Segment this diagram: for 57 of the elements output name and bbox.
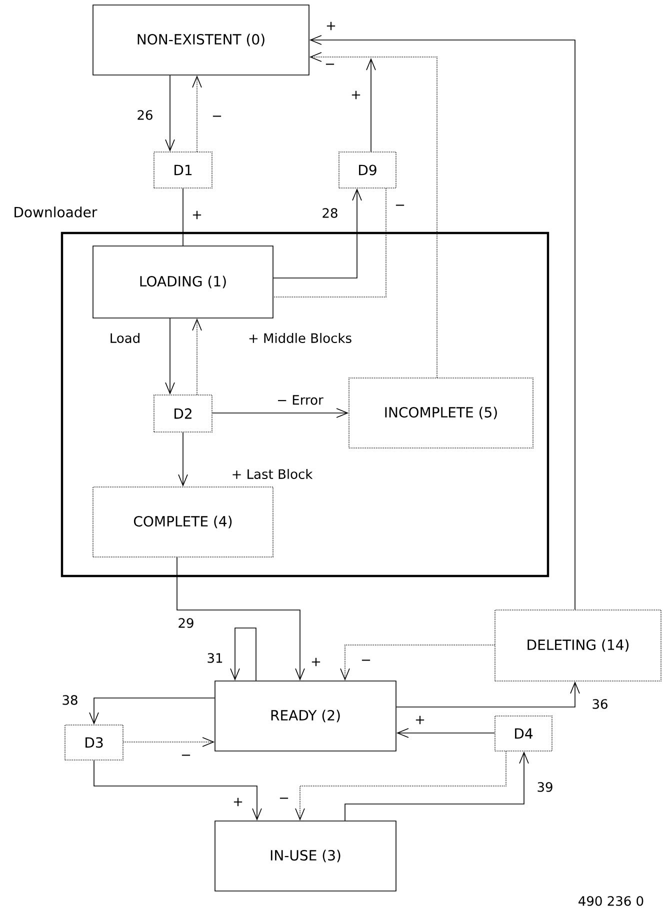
state-box: COMPLETE (4) <box>92 486 274 558</box>
decision-box: D9 <box>338 152 396 188</box>
arrow <box>340 644 495 681</box>
edge-label: − <box>360 658 372 666</box>
arrow <box>165 75 175 152</box>
edge-label: Load <box>108 332 142 344</box>
arrow <box>396 681 580 708</box>
state-box: INCOMPLETE (5) <box>348 378 534 448</box>
edge-label: 31 <box>206 652 224 664</box>
edge-label: + <box>350 90 362 100</box>
state-box: DELETING (14) <box>494 610 662 682</box>
edge-label: − <box>210 114 224 122</box>
note-label: + <box>312 658 320 666</box>
edge-label: 36 <box>590 698 610 710</box>
arrow <box>165 318 175 395</box>
arrow <box>192 318 202 395</box>
edge-label: + <box>414 714 426 726</box>
note-label: 490 236 0 <box>578 896 644 906</box>
arrow <box>309 52 438 378</box>
edge-label: 29 <box>176 617 196 629</box>
edge-label: − <box>278 796 290 804</box>
node-label: Downloader <box>14 206 98 218</box>
edge-label: − Error <box>276 394 324 406</box>
decision-box: D2 <box>154 394 212 432</box>
arrow <box>89 698 215 725</box>
edge-label: + <box>324 20 338 32</box>
edge-label: + <box>232 796 244 808</box>
edge-label: + Middle Blocks <box>246 332 354 344</box>
arrow <box>123 737 215 747</box>
arrow <box>192 75 202 152</box>
edge-label: 38 <box>60 694 80 706</box>
arrow <box>230 628 256 681</box>
arrow <box>176 557 305 681</box>
arrow <box>309 35 576 610</box>
state-box: NON-EXISTENT (0) <box>92 4 310 76</box>
state-box: LOADING (1) <box>92 246 274 318</box>
decision-box: D4 <box>494 716 552 752</box>
edge-label: − <box>324 62 336 70</box>
edge-label: + <box>190 210 204 220</box>
edge-label: 28 <box>320 207 340 219</box>
arrow <box>396 728 495 738</box>
arrow <box>212 408 349 418</box>
edge-label: + Last Block <box>230 468 314 480</box>
edge-label: 39 <box>536 781 554 793</box>
edge-label: 26 <box>136 109 154 121</box>
arrow <box>344 751 529 821</box>
edge-label: − <box>394 204 406 210</box>
edge-label: − <box>180 754 192 760</box>
state-box: READY (2) <box>214 680 396 752</box>
arrow <box>178 432 188 487</box>
arrow <box>273 188 362 278</box>
arrow <box>366 58 376 152</box>
decision-box: D1 <box>154 152 212 188</box>
arrow <box>94 760 262 821</box>
decision-box: D3 <box>64 724 124 760</box>
arrow <box>295 751 506 821</box>
state-box: IN-USE (3) <box>214 820 396 892</box>
